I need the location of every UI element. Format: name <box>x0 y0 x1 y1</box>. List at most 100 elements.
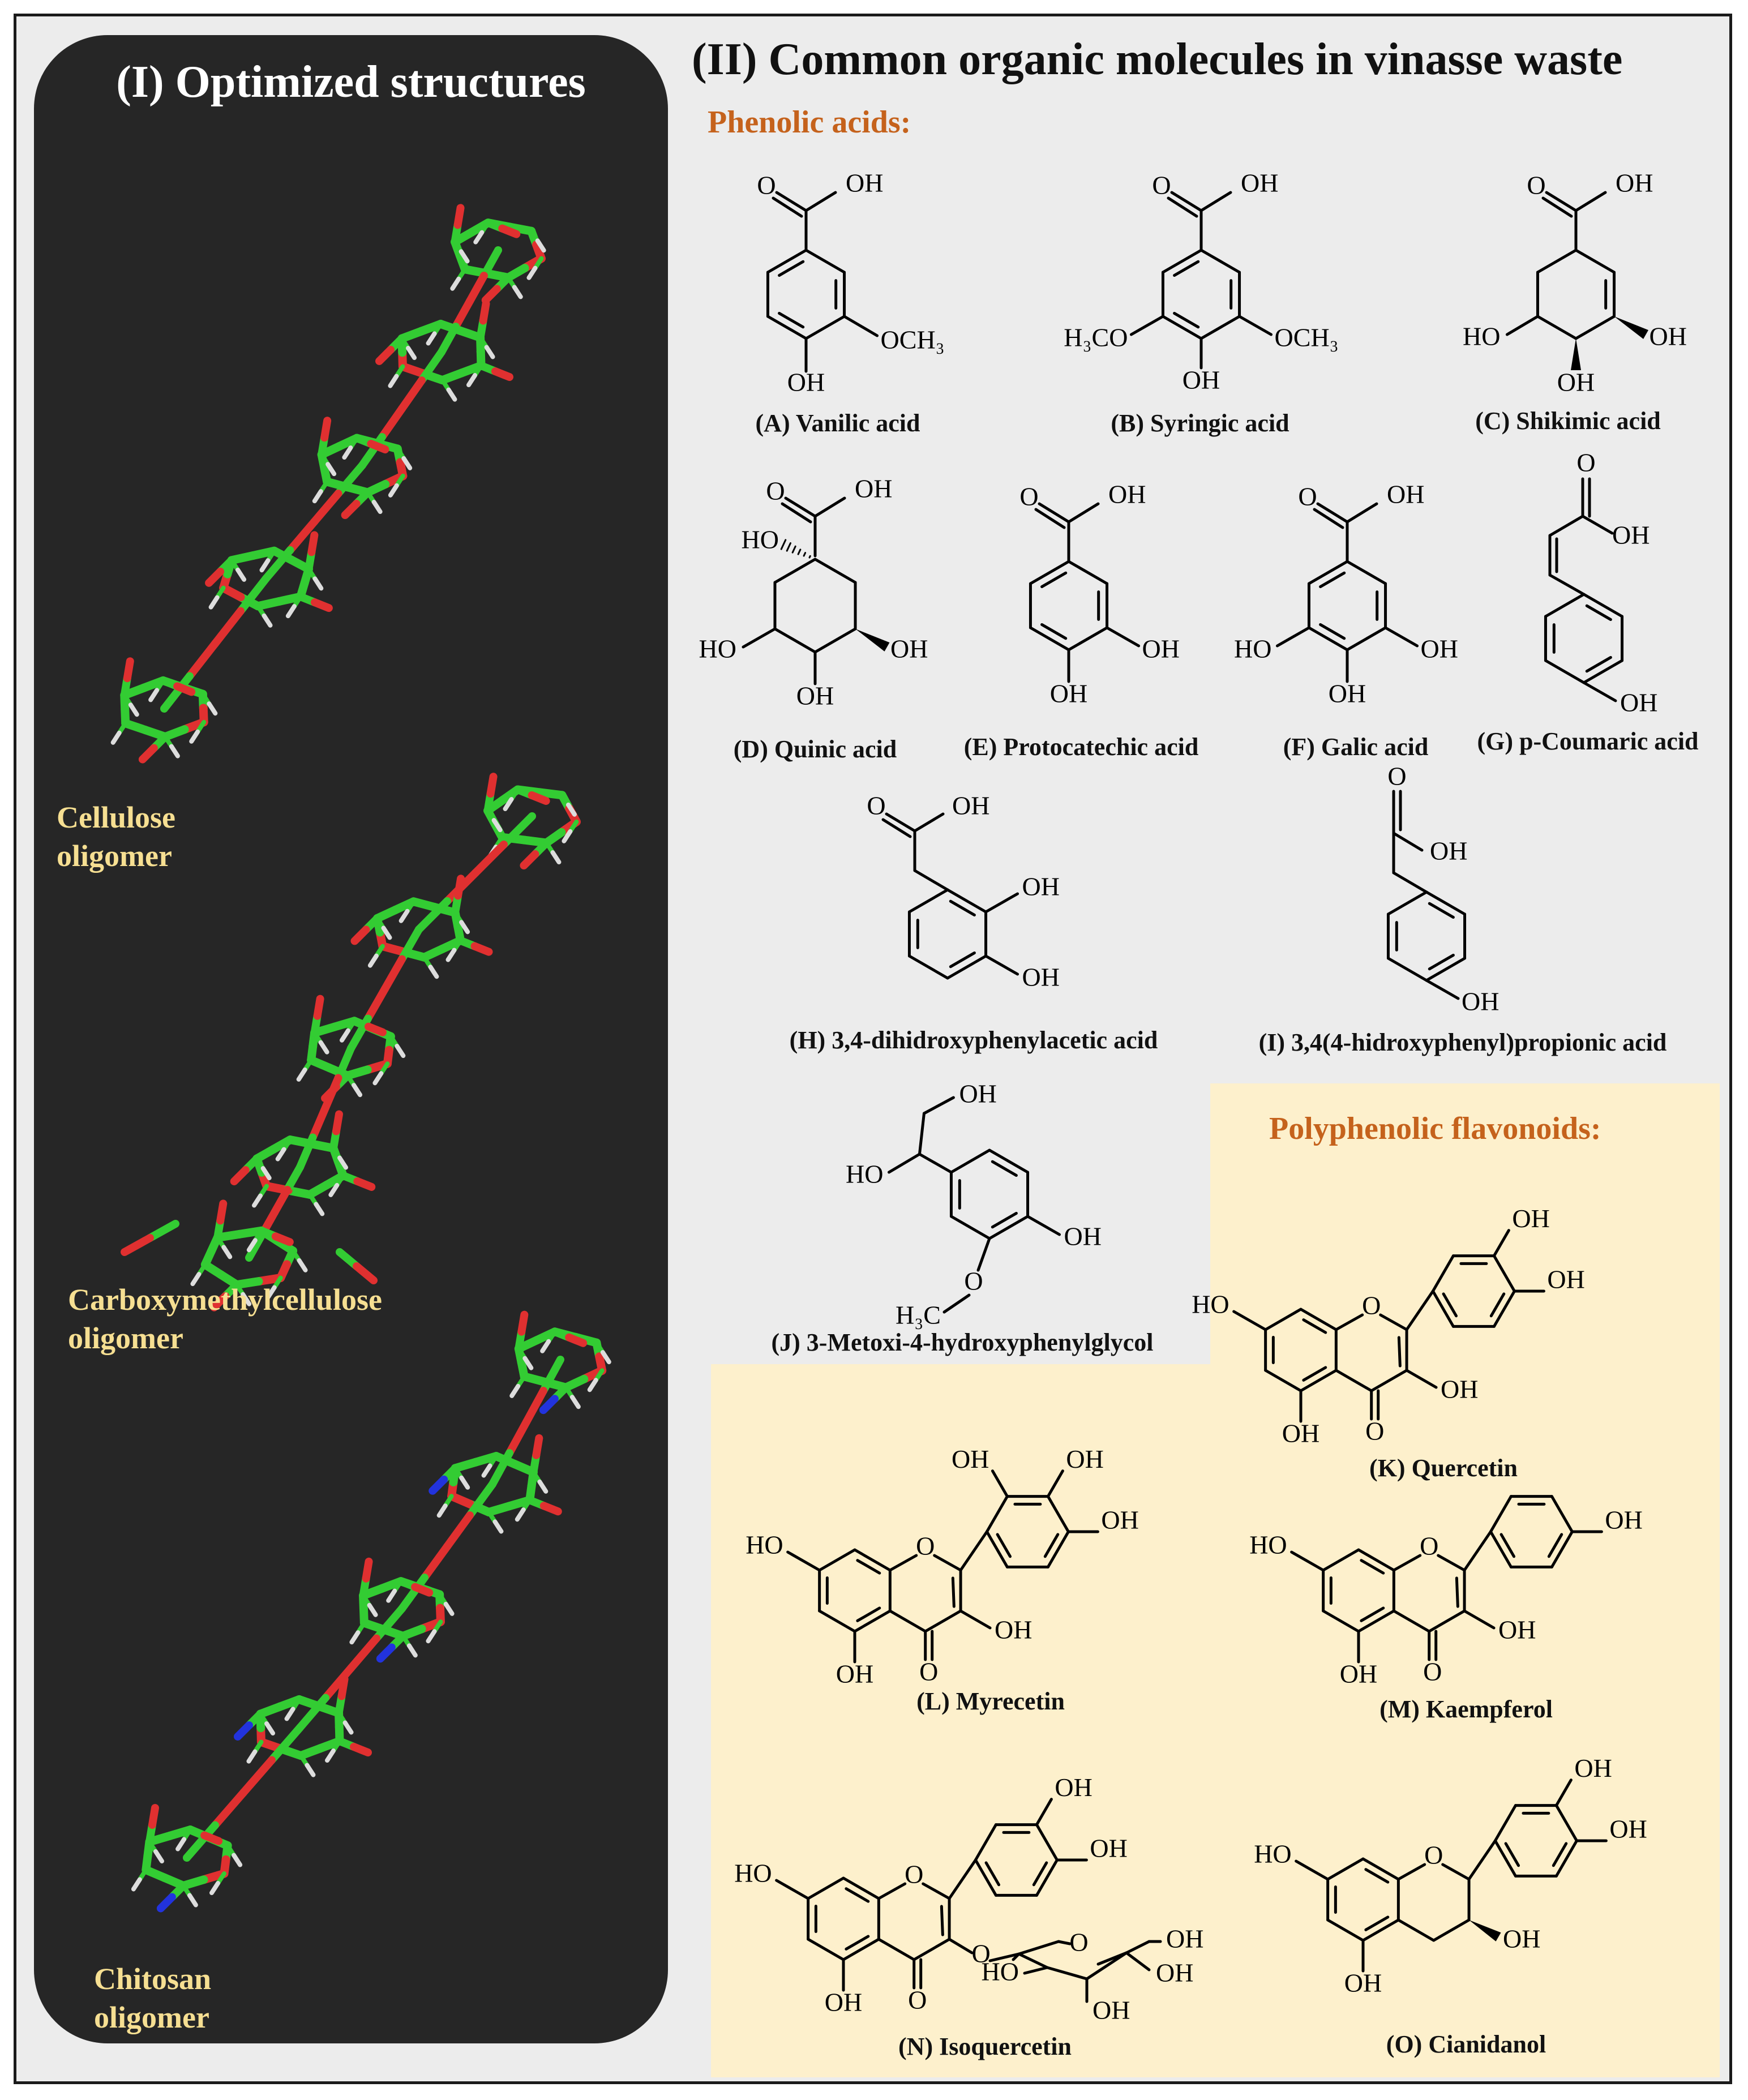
atom-label-oh: OH <box>1344 1969 1382 1998</box>
atom-label-oh: OH <box>1092 1996 1130 2025</box>
bond <box>742 627 777 649</box>
bond <box>1026 1215 1061 1236</box>
stick-bond <box>216 1199 228 1225</box>
stick-bond <box>459 249 470 264</box>
bond <box>1346 502 1378 524</box>
stick-bond <box>532 1434 543 1459</box>
bond <box>984 954 1019 976</box>
stick-bond <box>334 461 366 498</box>
bond <box>996 1533 1012 1558</box>
atom-label-oh: OH <box>1498 1615 1536 1644</box>
bond <box>946 888 988 914</box>
atom-label-oh: OH <box>952 791 989 820</box>
stick-bond <box>210 1292 230 1312</box>
stick-bond <box>383 1045 393 1068</box>
atom-label-oh: OH <box>787 368 825 397</box>
stick-bond <box>454 875 465 900</box>
bond <box>1275 626 1310 648</box>
bond <box>1428 953 1455 971</box>
atom-label-oh: OH <box>1650 322 1687 351</box>
atom-label-ho: HO <box>746 1531 783 1559</box>
stick-bond <box>406 1643 418 1658</box>
bond <box>780 539 787 550</box>
bond <box>1161 315 1203 340</box>
bond <box>1547 1533 1563 1558</box>
stick-bond <box>349 1743 372 1757</box>
stick-bond <box>313 995 324 1020</box>
bond <box>877 1938 916 1961</box>
stick-bond <box>349 1630 361 1645</box>
caption-I: (I) 3,4(4-hidroxyphenyl)propionic acid <box>1258 1028 1667 1056</box>
bond <box>1038 502 1070 524</box>
bond <box>1428 1609 1466 1633</box>
bond <box>1040 571 1068 589</box>
atom-label-oh: OH <box>1064 1222 1102 1251</box>
stick-bond <box>445 948 457 962</box>
atom-label-ho: HO <box>1234 635 1271 663</box>
caption-C: (C) Shikimic acid <box>1475 407 1661 435</box>
atom-label-h3co: H₃CO <box>1064 323 1128 352</box>
stick-bond <box>375 345 395 365</box>
bond <box>1173 311 1200 329</box>
bond <box>1357 1609 1395 1633</box>
atom-label-o: O <box>1298 482 1317 511</box>
atom-label-oh: OH <box>995 1615 1032 1644</box>
bond <box>1585 655 1612 673</box>
bond <box>948 1858 977 1900</box>
stick-bond <box>342 445 353 460</box>
bond <box>991 1469 1009 1498</box>
atom-label-oh: OH <box>796 682 834 710</box>
bond <box>842 1876 880 1900</box>
bond <box>922 1096 955 1115</box>
bond <box>922 1882 951 1900</box>
bond <box>984 892 1019 914</box>
atom-label-ho: HO <box>1463 322 1500 351</box>
bond <box>786 1550 821 1572</box>
stick-bond <box>371 499 383 514</box>
stick-bond <box>110 730 122 745</box>
stick-bond <box>148 1803 159 1829</box>
stick-bond <box>470 942 493 956</box>
stick-bond <box>312 489 323 504</box>
caption-B: (B) Syringic acid <box>1111 409 1289 437</box>
atom-label-h3c: H₃C <box>896 1301 941 1330</box>
bond <box>1425 979 1460 1000</box>
bond <box>976 1237 991 1272</box>
bond <box>1379 1313 1408 1331</box>
bond <box>1067 502 1100 524</box>
atom-label-o: O <box>916 1532 935 1561</box>
bond <box>784 496 817 518</box>
stick-bond <box>539 1395 559 1415</box>
bond <box>845 1935 870 1951</box>
stick-bond <box>376 1643 396 1663</box>
stick-bond <box>472 841 508 877</box>
atom-label-o: O <box>1069 1928 1088 1957</box>
bond <box>1035 1823 1059 1862</box>
stick-bond <box>450 276 461 291</box>
stick-bond <box>123 657 134 683</box>
atom-label-oh: OH <box>1090 1834 1127 1863</box>
stick-bond <box>322 1074 342 1112</box>
atom-label-oh: OH <box>846 169 883 198</box>
stick-bond <box>211 1789 247 1829</box>
bond <box>1357 1548 1395 1572</box>
bond <box>853 1548 892 1572</box>
stick-bond <box>169 744 180 758</box>
bond <box>918 1112 926 1156</box>
atom-label-oh: OH <box>1512 1204 1549 1233</box>
stick-bond <box>388 374 399 388</box>
atom-label-oh: OH <box>1503 1925 1540 1953</box>
bond <box>1585 604 1612 622</box>
stick-bond <box>509 1383 521 1398</box>
stick-bond <box>271 1232 294 1246</box>
bond <box>1431 1289 1455 1328</box>
stick-bond <box>443 1511 474 1550</box>
stick-bond <box>307 531 319 556</box>
stick-bond <box>520 850 539 870</box>
stick-bond <box>600 1350 611 1365</box>
stick-bond <box>367 953 379 968</box>
stick-bond <box>486 773 498 798</box>
stick-bond <box>200 1831 223 1845</box>
